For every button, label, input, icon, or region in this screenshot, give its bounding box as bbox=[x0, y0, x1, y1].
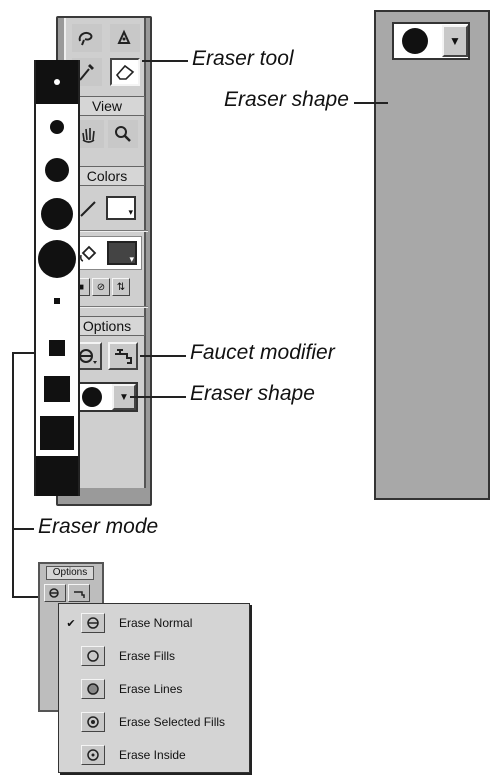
stroke-color-swatch[interactable]: ▾ bbox=[106, 196, 136, 220]
shape-square-large[interactable] bbox=[36, 416, 78, 450]
circle-xlarge-icon bbox=[38, 240, 76, 278]
swap-colors-button[interactable]: ⇅ bbox=[112, 278, 130, 296]
erase-fills-icon bbox=[81, 646, 105, 666]
menu-item-label: Erase Selected Fills bbox=[119, 715, 226, 729]
menu-item-label: Erase Normal bbox=[119, 616, 193, 630]
mini-faucet-button[interactable] bbox=[68, 584, 90, 602]
erase-inside-icon bbox=[81, 745, 105, 765]
square-xlarge-icon bbox=[36, 456, 78, 496]
erase-normal-icon bbox=[81, 613, 105, 633]
faucet-icon bbox=[74, 591, 85, 598]
faucet-modifier-callout: Faucet modifier bbox=[190, 341, 335, 364]
eraser-shape-list bbox=[34, 60, 80, 496]
menu-item-label: Erase Inside bbox=[119, 748, 186, 762]
pen-icon bbox=[117, 29, 131, 44]
stroke-color-pencil bbox=[74, 194, 104, 222]
menu-item-erase-inside[interactable]: Erase Inside bbox=[59, 739, 249, 771]
divider bbox=[66, 306, 148, 308]
view-section-label: View bbox=[69, 96, 145, 116]
menu-item-erase-selected-fills[interactable]: Erase Selected Fills bbox=[59, 706, 249, 738]
callout-line bbox=[12, 352, 14, 598]
menu-item-label: Erase Fills bbox=[119, 649, 176, 663]
shape-circle-xlarge[interactable] bbox=[36, 240, 78, 278]
erase-lines-icon bbox=[81, 679, 105, 699]
shape-square-medium[interactable] bbox=[36, 376, 78, 402]
eraser-tool-callout: Eraser tool bbox=[192, 47, 294, 70]
fill-color-swatch[interactable]: ▾ bbox=[107, 241, 137, 265]
pen-tool-button[interactable] bbox=[110, 24, 140, 52]
eraser-tool-button[interactable] bbox=[110, 58, 140, 86]
callout-line bbox=[140, 355, 186, 357]
square-large-icon bbox=[40, 416, 74, 450]
erase-selected-fills-icon bbox=[81, 712, 105, 732]
shape-square-xlarge[interactable] bbox=[36, 456, 78, 496]
menu-item-erase-fills[interactable]: Erase Fills bbox=[59, 640, 249, 672]
callout-line bbox=[12, 596, 42, 598]
shape-circle-small[interactable] bbox=[36, 120, 78, 134]
pencil-icon bbox=[80, 201, 96, 217]
square-medium-icon bbox=[44, 376, 70, 402]
divider bbox=[66, 230, 148, 232]
callout-line bbox=[354, 102, 388, 104]
menu-item-erase-normal[interactable]: ✔ Erase Normal bbox=[59, 607, 249, 639]
hand-icon bbox=[82, 128, 95, 143]
eraser-shape-top-callout: Eraser shape bbox=[224, 88, 349, 111]
lasso-icon bbox=[78, 31, 93, 46]
chevron-down-icon: ▼ bbox=[119, 391, 129, 403]
chevron-down-icon: ▼ bbox=[449, 34, 461, 48]
shape-circle-tiny-selected[interactable] bbox=[36, 60, 78, 104]
circle-small-icon bbox=[50, 120, 64, 134]
eraser-mode-icon bbox=[49, 588, 59, 598]
chevron-down-icon: ▾ bbox=[129, 254, 134, 264]
square-small-icon bbox=[49, 340, 65, 356]
eraser-shape-dropdown[interactable]: ▼ bbox=[72, 382, 138, 412]
colors-section-label: Colors bbox=[69, 166, 145, 186]
faucet-icon bbox=[115, 349, 132, 364]
callout-line bbox=[12, 528, 34, 530]
eraser-shape-callout: Eraser shape bbox=[190, 382, 315, 405]
circle-large-icon bbox=[41, 198, 73, 230]
menu-item-erase-lines[interactable]: Erase Lines bbox=[59, 673, 249, 705]
dropper-icon bbox=[79, 64, 94, 81]
circle-tiny-icon bbox=[54, 79, 60, 85]
mini-eraser-mode-button[interactable] bbox=[44, 584, 66, 602]
zoom-tool-button[interactable] bbox=[108, 120, 138, 148]
menu-item-label: Erase Lines bbox=[119, 682, 183, 696]
fill-color-well: ▾ bbox=[72, 236, 142, 270]
circle-medium-icon bbox=[45, 158, 69, 182]
eraser-shape-preview bbox=[402, 28, 428, 54]
eraser-shape-dropdown-open[interactable]: ▼ bbox=[392, 22, 470, 60]
faucet-modifier-button[interactable] bbox=[108, 342, 138, 370]
chevron-down-icon: ▾ bbox=[128, 207, 133, 217]
callout-line bbox=[130, 396, 186, 398]
eraser-shape-arrow[interactable]: ▼ bbox=[442, 25, 468, 57]
no-color-button[interactable]: ⊘ bbox=[92, 278, 110, 296]
shape-square-tiny[interactable] bbox=[36, 298, 78, 304]
square-tiny-icon bbox=[54, 298, 60, 304]
mini-options-label: Options bbox=[46, 566, 94, 580]
callout-line bbox=[142, 60, 188, 62]
paint-bucket-icon bbox=[80, 245, 97, 262]
eraser-shape-preview bbox=[82, 387, 102, 407]
eraser-mode-icon bbox=[79, 349, 97, 364]
lasso-tool-button[interactable] bbox=[72, 24, 102, 52]
eraser-shape-panel bbox=[374, 10, 490, 500]
checkmark-icon: ✔ bbox=[66, 617, 76, 630]
shape-circle-medium[interactable] bbox=[36, 158, 78, 182]
eraser-mode-menu: ✔ Erase Normal Erase Fills Erase Lines E… bbox=[58, 603, 250, 773]
shape-square-small[interactable] bbox=[36, 340, 78, 356]
eraser-icon bbox=[115, 64, 135, 80]
shape-circle-large[interactable] bbox=[36, 198, 78, 230]
magnifier-icon bbox=[115, 126, 131, 142]
eraser-mode-callout: Eraser mode bbox=[38, 515, 159, 538]
options-section-label: Options bbox=[69, 316, 145, 336]
